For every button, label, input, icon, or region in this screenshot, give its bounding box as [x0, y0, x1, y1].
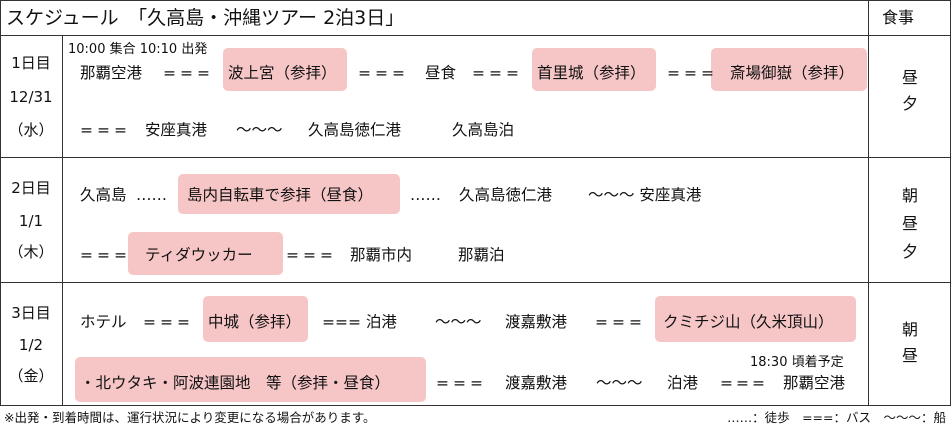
day2-stop-tida-highlight	[128, 232, 283, 275]
day2-line2-stop1: ティダウッカー	[145, 246, 253, 264]
schedule-title: スケジュール 「久高島・沖縄ツアー 2泊3日」	[6, 7, 405, 29]
day1-lunch: 昼食	[425, 64, 457, 82]
row-divider-2	[0, 282, 951, 283]
day2-line2-lodging: 那覇泊	[458, 246, 505, 264]
day1-sep2: ===	[358, 64, 409, 82]
table-border-right	[950, 0, 951, 406]
day3-line2-sep1: ===	[436, 374, 487, 392]
day3-line2-stop1: ・北ウタキ・阿波連園地 等（参拝・昼食）	[80, 374, 391, 392]
day1-line2-sep1: ===	[80, 121, 131, 139]
row-divider-1	[0, 157, 951, 158]
day3-line2-port2: 泊港	[667, 374, 699, 392]
day2-line2-sep2: ===	[286, 246, 337, 264]
day2-date: 1/1	[18, 212, 44, 230]
header-divider	[0, 35, 951, 36]
day1-meal-1: 昼	[901, 68, 918, 87]
day1-sep4: ===	[667, 64, 718, 82]
day2-line2-area: 那覇市内	[350, 246, 413, 264]
day2-start: 久高島	[80, 186, 127, 204]
day1-stop1: 波上宮（参拝）	[228, 64, 337, 82]
day3-line2-sep3: ===	[720, 374, 768, 392]
day1-stop-shuri-highlight	[532, 48, 656, 91]
day3-meal-1: 朝	[901, 320, 918, 339]
day1-label: 1日目	[11, 54, 51, 72]
day3-stop-kumichiji-highlight	[655, 296, 856, 342]
meal-column-header: 食事	[882, 8, 915, 27]
day2-meal-1: 朝	[901, 186, 918, 205]
day3-port: 渡嘉敷港	[505, 313, 568, 331]
day3-time-note: 18:30 頃着予定	[750, 355, 844, 370]
day3-sep2: === 泊港	[322, 313, 397, 331]
meal-column-divider	[868, 0, 869, 406]
day3-stop1: 中城（参拝）	[208, 313, 302, 331]
day3-date: 1/2	[18, 336, 44, 354]
day3-sep4: ===	[595, 313, 646, 331]
day3-sep1: ===	[143, 313, 194, 331]
day3-weekday: （金）	[8, 367, 54, 385]
schedule-table: スケジュール 「久高島・沖縄ツアー 2泊3日」 食事 1日目 12/31 （水）…	[0, 0, 951, 406]
day1-sep3: ===	[472, 64, 523, 82]
day1-weekday: （水）	[8, 121, 54, 139]
day2-ship-to: 〜〜〜 安座真港	[588, 186, 702, 204]
day1-sep1: ===	[163, 64, 214, 82]
day1-line2-dest: 久高島徳仁港	[308, 121, 402, 139]
day1-stop2: 首里城（参拝）	[537, 64, 646, 82]
day-column-divider	[62, 36, 63, 406]
day1-start: 那覇空港	[80, 64, 143, 82]
day3-stop2: クミチジ山（久米頂山）	[663, 313, 834, 331]
day2-meal-2: 昼	[901, 214, 918, 233]
table-border-top	[0, 0, 951, 1]
footer-note: ※出発・到着時間は、運行状況により変更になる場合があります。	[4, 410, 376, 425]
footer-legend: ……：徒歩 ===：バス 〜〜〜：船	[727, 410, 946, 425]
day1-stop-naminoue-highlight	[223, 48, 347, 91]
day2-meal-3: 夕	[901, 242, 918, 261]
day3-start: ホテル	[80, 313, 127, 331]
day3-stop-kita-utaki-highlight	[75, 357, 426, 402]
day3-sep3: 〜〜〜	[435, 313, 482, 331]
day2-label: 2日目	[11, 179, 51, 197]
day3-line2-sep2: 〜〜〜	[596, 374, 643, 392]
day1-line2-port: 安座真港	[145, 121, 208, 139]
day2-weekday: （木）	[8, 243, 54, 261]
day1-stop3: 斎場御嶽（参拝）	[730, 64, 855, 82]
day3-stop-nakagusuku-highlight	[203, 296, 308, 342]
day2-port: 久高島徳仁港	[459, 186, 553, 204]
day2-line2-sep1: ===	[80, 246, 131, 264]
day1-stop-sefa-highlight	[711, 48, 867, 91]
day2-walk1: ……	[136, 186, 167, 204]
day2-stop1: 島内自転車で参拝（昼食）	[187, 186, 374, 204]
day3-line2-dest: 那覇空港	[783, 374, 846, 392]
day3-line2-port1: 渡嘉敷港	[505, 374, 568, 392]
day1-line2-sep2: 〜〜〜	[236, 121, 283, 139]
day1-line2-lodging: 久高島泊	[452, 121, 515, 139]
table-border-bottom	[0, 405, 951, 406]
day3-meal-2: 昼	[901, 346, 918, 365]
day1-meal-2: 夕	[901, 94, 918, 113]
day1-date: 12/31	[9, 88, 53, 106]
day2-stop-cycling-highlight	[178, 174, 400, 214]
day2-walk2: ……	[410, 186, 441, 204]
day3-label: 3日目	[11, 304, 51, 322]
day1-time-note: 10:00 集合 10:10 出発	[68, 42, 208, 57]
table-border-left	[0, 0, 1, 406]
